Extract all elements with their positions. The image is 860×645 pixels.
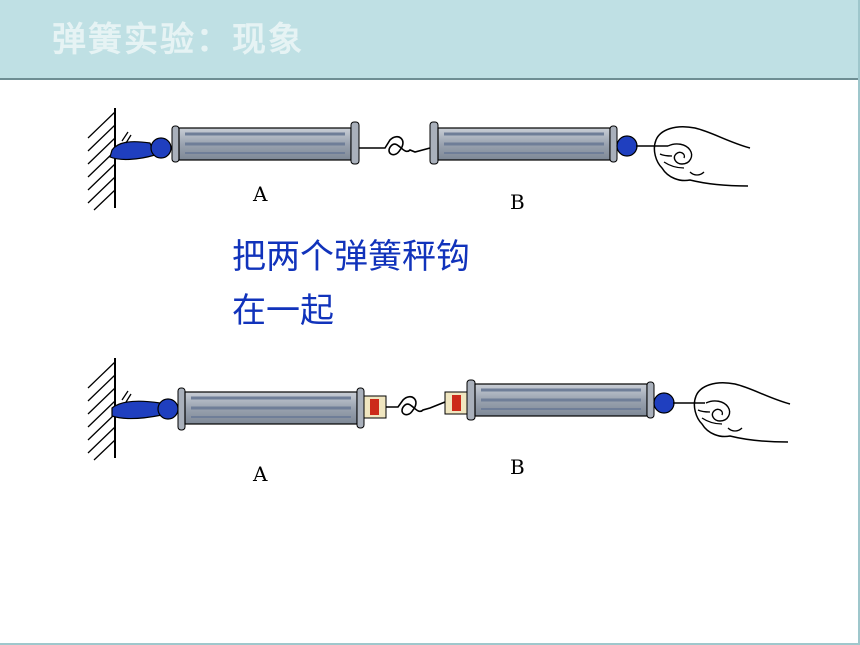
spring-scale-a-top [171, 121, 360, 165]
header-bar: 弹簧实验：现象 [0, 0, 858, 80]
hooks-top [359, 135, 431, 156]
wall-top [87, 108, 116, 211]
caption-line-2: 在一起 [232, 291, 334, 331]
label-scale-a-bottom: A [253, 462, 268, 486]
pulling-hand-top [636, 126, 751, 187]
pulling-hand-bottom [673, 382, 791, 443]
label-scale-b-bottom: B [510, 455, 525, 479]
caption-line-1: 把两个弹簧秤钩 [232, 237, 470, 277]
page-title: 弹簧实验：现象 [52, 20, 304, 60]
fixed-hand-bottom [111, 390, 179, 420]
top-setup [87, 108, 751, 211]
caption-text: 把两个弹簧秤钩 在一起 [232, 230, 470, 338]
spring-scale-b-top [429, 121, 638, 165]
fixed-hand-top [109, 131, 172, 161]
hooks-bottom [386, 395, 446, 416]
spring-scale-b-bottom [444, 379, 675, 421]
spring-scale-a-bottom [177, 387, 387, 431]
wall-bottom [87, 358, 116, 461]
label-scale-a-top: A [253, 182, 268, 206]
label-scale-b-top: B [510, 190, 525, 214]
bottom-setup [87, 358, 791, 461]
